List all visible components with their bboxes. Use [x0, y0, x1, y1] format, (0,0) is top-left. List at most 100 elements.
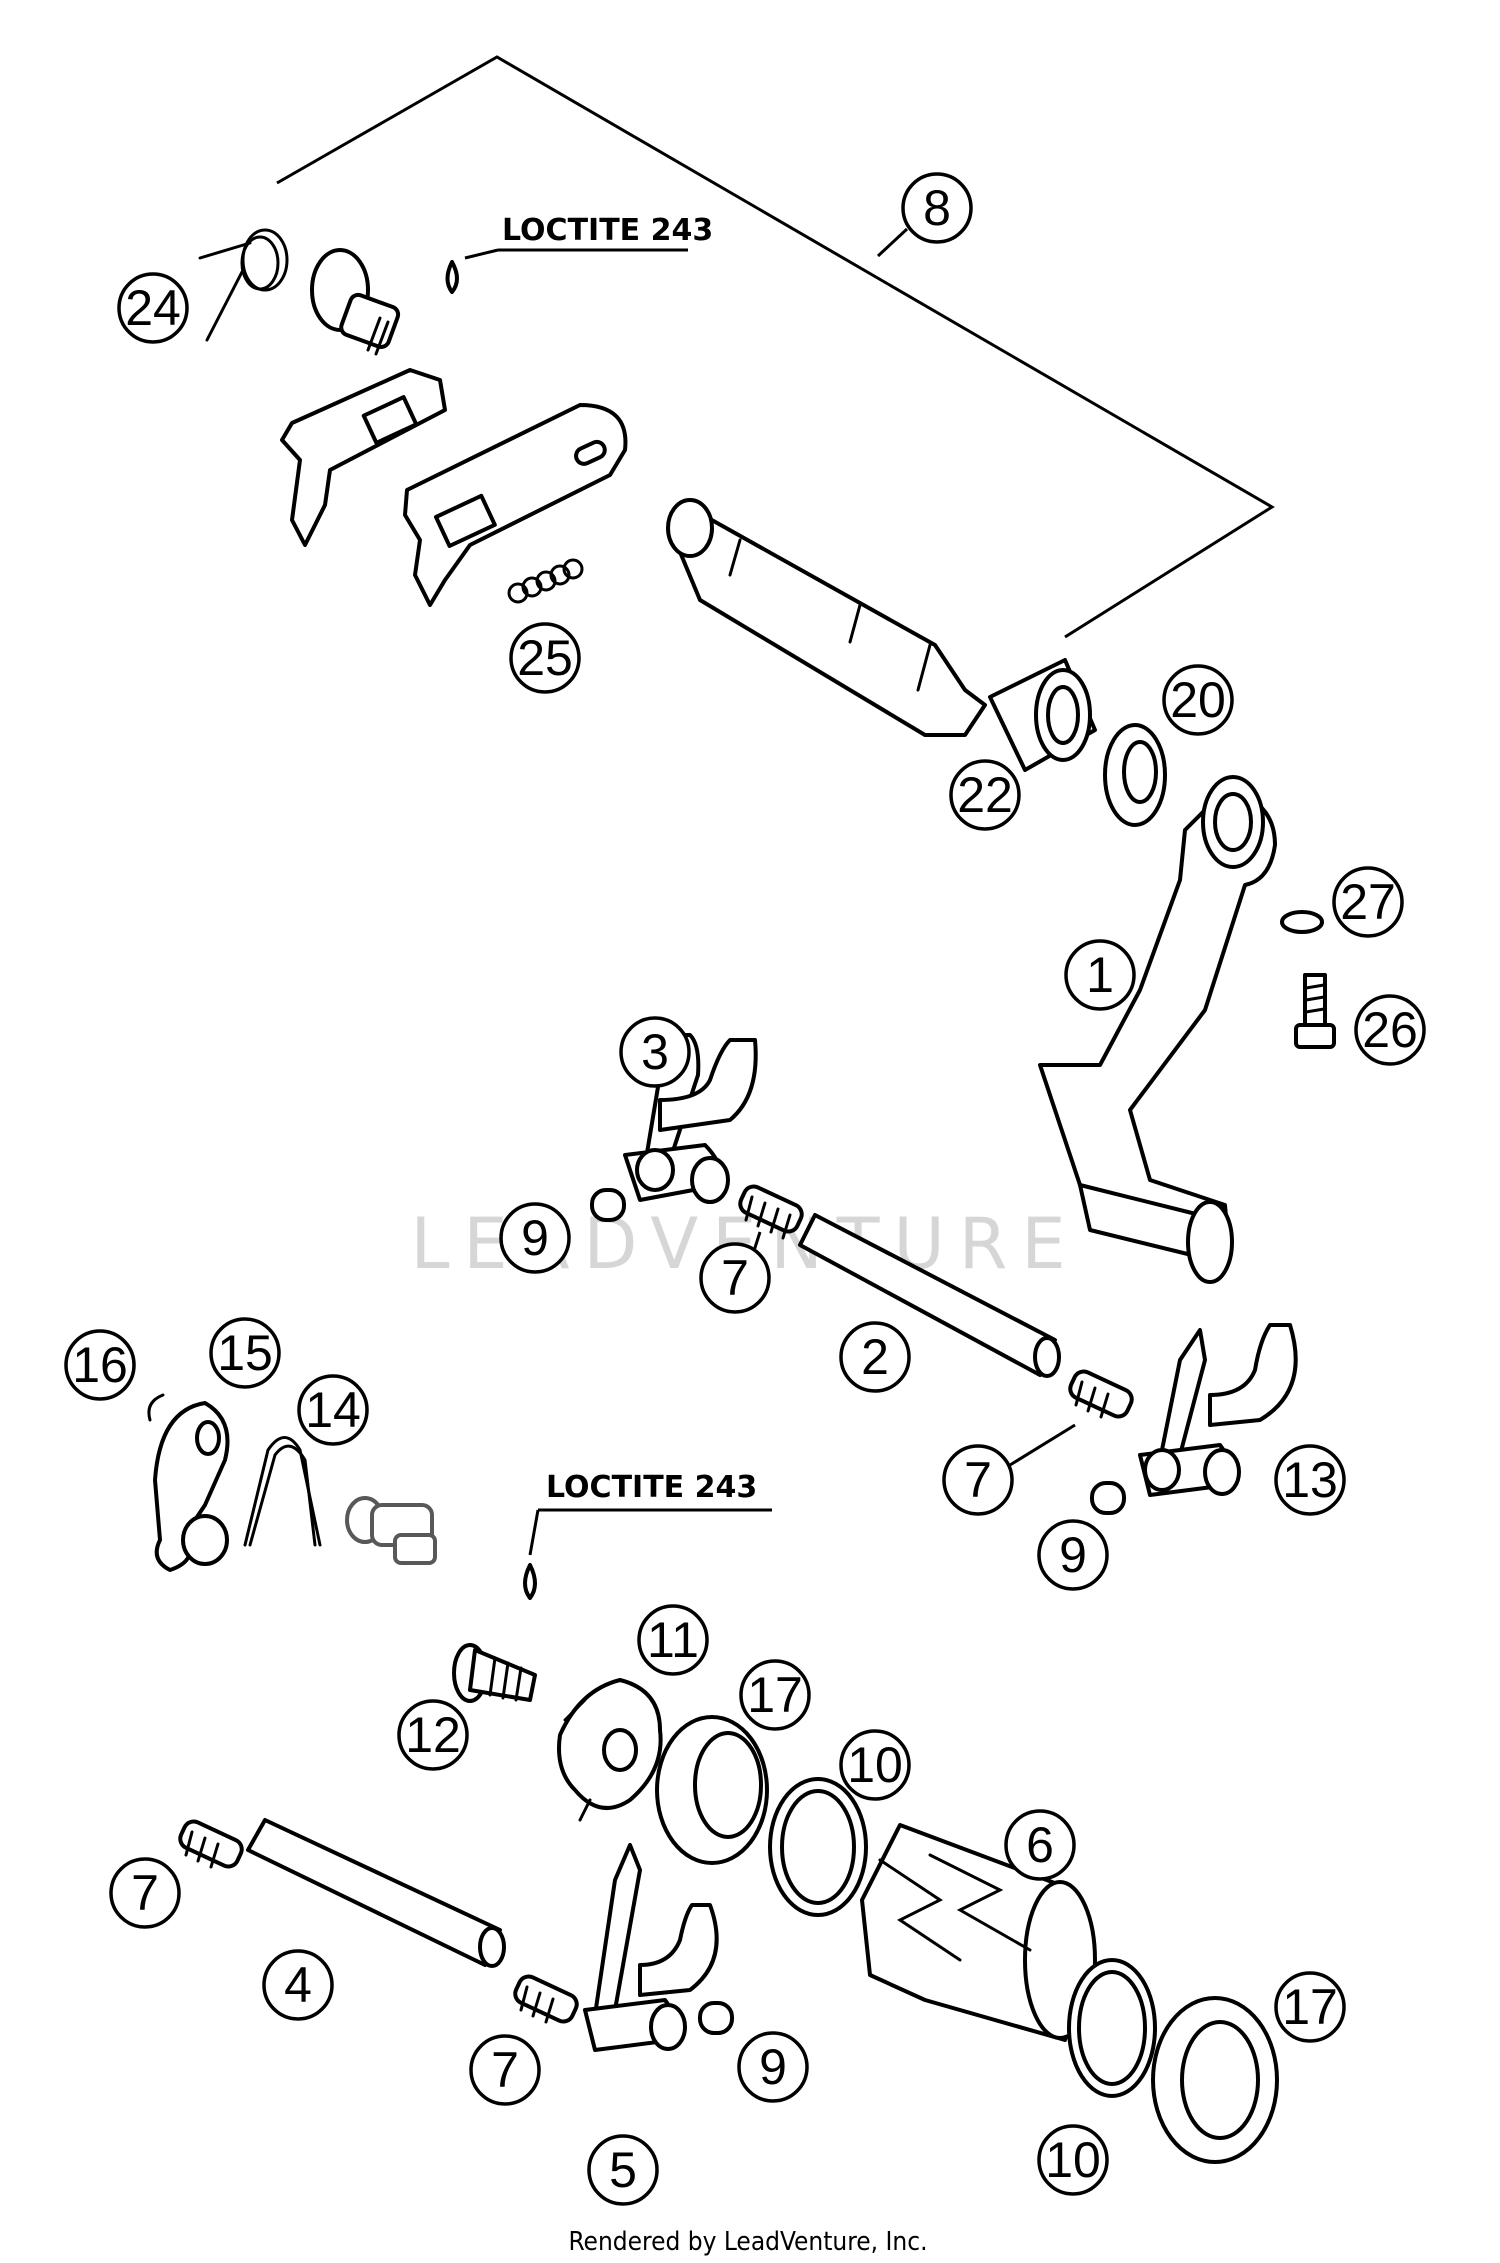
svg-text:9: 9: [521, 1210, 549, 1266]
loctite-note-mid: LOCTITE 243: [546, 1470, 757, 1505]
svg-text:11: 11: [647, 1612, 699, 1668]
callout-22: 22: [949, 759, 1021, 831]
assembly-bracket: [276, 55, 1275, 639]
bolt-26: [1294, 973, 1336, 1049]
bushing-22: [988, 658, 1097, 772]
callout-5: 5: [587, 2134, 659, 2206]
callout-13: 13: [1274, 1444, 1346, 1516]
svg-text:9: 9: [759, 2039, 787, 2095]
svg-text:27: 27: [1340, 874, 1396, 930]
svg-text:12: 12: [405, 1707, 461, 1763]
callout-4: 4: [262, 1949, 334, 2021]
spring-7-top: [738, 1184, 804, 1240]
callout-17-top: 17: [739, 1659, 811, 1731]
shift-plate-b: [403, 403, 628, 607]
spring-7-left: [178, 1819, 244, 1869]
washer-10-top: [768, 1777, 868, 1917]
roller-9-top: [590, 1188, 626, 1222]
callout-3: 3: [619, 1016, 691, 1088]
credit-text: Rendered by LeadVenture, Inc.: [568, 2227, 927, 2257]
roller-9-right: [1090, 1481, 1126, 1515]
svg-text:24: 24: [125, 280, 181, 336]
svg-text:22: 22: [957, 767, 1013, 823]
leader-loctite-mid: [528, 1509, 540, 1556]
svg-text:2: 2: [861, 1329, 889, 1385]
shift-rod-2: [798, 1213, 1061, 1378]
svg-text:16: 16: [72, 1337, 128, 1393]
shift-fork-13: [1138, 1323, 1298, 1497]
callout-7-left: 7: [109, 1857, 181, 1929]
svg-text:7: 7: [721, 1250, 749, 1306]
rollers-25: [507, 558, 584, 604]
svg-text:15: 15: [217, 1325, 273, 1381]
svg-text:6: 6: [1026, 1817, 1054, 1873]
loctite-note-top: LOCTITE 243: [502, 213, 713, 248]
bearing-17-bottom: [1151, 1996, 1279, 2164]
leader-loctite-top: [464, 248, 499, 260]
svg-text:3: 3: [641, 1024, 669, 1080]
spring-24: [198, 228, 289, 342]
svg-text:20: 20: [1170, 672, 1226, 728]
callout-9-bottom: 9: [737, 2031, 809, 2103]
svg-text:7: 7: [491, 2042, 519, 2098]
callout-2: 2: [839, 1321, 911, 1393]
shift-rod-4: [246, 1818, 506, 1968]
callout-10-bottom: 10: [1037, 2124, 1109, 2196]
svg-text:14: 14: [305, 1382, 361, 1438]
svg-text:10: 10: [1045, 2132, 1101, 2188]
shift-plate-a: [280, 368, 447, 547]
callout-10-top: 10: [839, 1729, 911, 1801]
callout-8: 8: [901, 172, 973, 244]
callout-11: 11: [637, 1604, 709, 1676]
bolt-top: [310, 248, 401, 356]
lever-15: [153, 1401, 230, 1572]
callout-9-right: 9: [1037, 1519, 1109, 1591]
callout-1: 1: [1064, 939, 1136, 1011]
bearing-17-top: [655, 1715, 769, 1865]
svg-text:10: 10: [847, 1737, 903, 1793]
spring-14: [243, 1436, 322, 1547]
svg-text:25: 25: [517, 630, 573, 686]
spring-7-right: [1068, 1369, 1134, 1419]
washer-10-bottom: [1067, 1958, 1157, 2098]
callout-7-top: 7: [699, 1242, 771, 1314]
callout-17-bottom: 17: [1274, 1971, 1346, 2043]
callout-24: 24: [117, 272, 189, 344]
shift-fork-5: [583, 1843, 719, 2052]
callout-7-bottom: 7: [469, 2034, 541, 2106]
callout-27: 27: [1332, 866, 1404, 938]
roller-9-bottom: [698, 2001, 734, 2035]
svg-text:17: 17: [747, 1667, 803, 1723]
callout-16: 16: [64, 1329, 136, 1401]
spring-7-bottom: [513, 1974, 579, 2024]
lock-washer-27: [1280, 910, 1324, 934]
circlip-16: [147, 1393, 165, 1422]
svg-text:26: 26: [1362, 1002, 1418, 1058]
svg-text:9: 9: [1059, 1527, 1087, 1583]
callout-14: 14: [297, 1374, 369, 1446]
shift-shaft: [666, 498, 987, 737]
callout-7-right: 7: [942, 1444, 1014, 1516]
washer-20: [1103, 723, 1167, 827]
svg-text:4: 4: [284, 1957, 312, 2013]
svg-text:5: 5: [609, 2142, 637, 2198]
loctite-drop-top: [445, 260, 459, 294]
callout-9-top: 9: [499, 1202, 571, 1274]
svg-text:13: 13: [1282, 1452, 1338, 1508]
bolt-left: [345, 1496, 437, 1565]
callout-26: 26: [1354, 994, 1426, 1066]
callout-25: 25: [509, 622, 581, 694]
svg-text:1: 1: [1086, 947, 1114, 1003]
svg-text:17: 17: [1282, 1979, 1338, 2035]
screw-12: [452, 1643, 537, 1703]
shift-lever-1: [1038, 775, 1277, 1284]
leader-7b: [1009, 1423, 1076, 1467]
svg-text:7: 7: [131, 1865, 159, 1921]
svg-text:8: 8: [923, 180, 951, 236]
loctite-drop-mid: [523, 1563, 537, 1600]
callout-15: 15: [209, 1317, 281, 1389]
callout-12: 12: [397, 1699, 469, 1771]
leader-8: [876, 227, 909, 258]
callout-20: 20: [1162, 664, 1234, 736]
